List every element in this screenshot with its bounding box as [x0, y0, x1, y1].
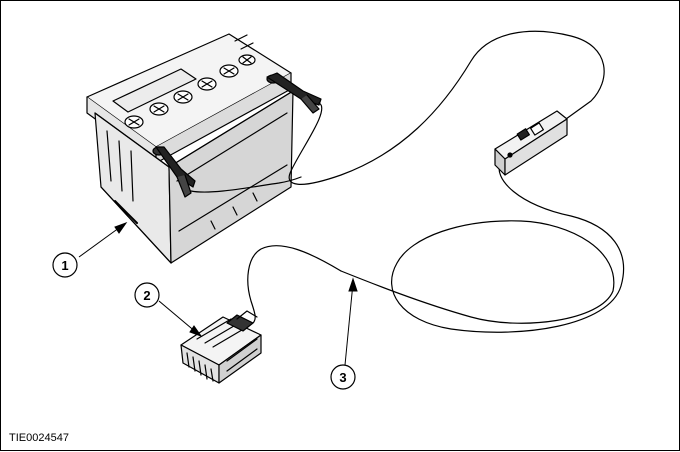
connector-plug: [180, 310, 262, 384]
cable: [190, 30, 625, 333]
callout-1: 1: [52, 252, 78, 278]
figure-reference-code: TIE0024547: [9, 432, 69, 444]
callout-1-number: 1: [61, 258, 68, 273]
vent-caps: [124, 54, 256, 129]
callout-3: 3: [330, 364, 356, 390]
callout-3-number: 3: [339, 370, 346, 385]
callout-leaders: [78, 221, 358, 366]
positive-clamp: [266, 72, 322, 114]
callout-2: 2: [134, 282, 160, 308]
negative-clamp: [152, 146, 196, 198]
switch-box: [494, 110, 568, 176]
callout-2-number: 2: [143, 288, 150, 303]
